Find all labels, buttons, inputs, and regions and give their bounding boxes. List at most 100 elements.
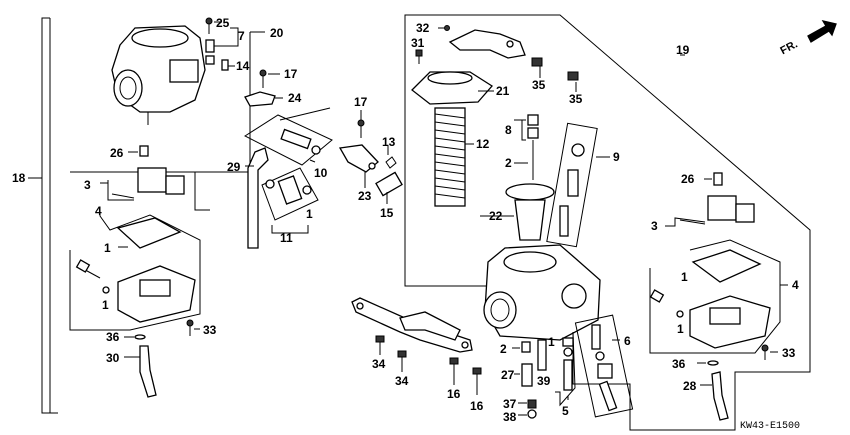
screw-26-left	[128, 145, 149, 157]
drain-tube-28	[700, 371, 729, 421]
callout-18: 18	[12, 171, 26, 185]
front-direction-arrow-icon	[807, 20, 837, 43]
callout-labels: 25 7 20 14 17 24 18 26 3 4 1 1 33 36 30 …	[12, 16, 799, 424]
callout-13: 13	[382, 135, 396, 149]
callout-37: 37	[503, 397, 517, 411]
callout-39: 39	[537, 374, 551, 388]
callout-1-washer-middle: 1	[306, 207, 313, 221]
callout-16-b: 16	[470, 399, 484, 413]
callout-31: 31	[411, 36, 425, 50]
diagram-code: KW43-E1500	[740, 421, 800, 432]
spring-7	[205, 39, 215, 65]
callout-35-a: 35	[532, 78, 546, 92]
throttle-parts-10-11	[243, 107, 333, 236]
needle-jet-39	[537, 339, 547, 371]
callout-38: 38	[503, 410, 517, 424]
throttle-link-23	[338, 144, 379, 188]
callout-5: 5	[562, 404, 569, 418]
callout-6: 6	[624, 334, 631, 348]
callout-1-washer-right: 1	[677, 322, 684, 336]
callout-19: 19	[676, 43, 690, 57]
callout-26-right: 26	[681, 172, 695, 186]
needle-holder-8	[514, 114, 539, 141]
callout-17-middle: 17	[354, 95, 368, 109]
callout-33-right: 33	[782, 346, 796, 360]
callout-12: 12	[476, 137, 490, 151]
callout-34-a: 34	[372, 357, 386, 371]
callout-29: 29	[227, 160, 241, 174]
screw-34b	[397, 350, 407, 372]
callout-10: 10	[314, 166, 328, 180]
screw-37	[518, 399, 537, 409]
spring-12	[434, 107, 474, 207]
chamber-cover-21	[411, 71, 494, 105]
drain-tube-30	[124, 345, 157, 398]
main-jet-group-5	[555, 331, 576, 407]
callout-35-b: 35	[569, 92, 583, 106]
spring-14	[221, 59, 229, 71]
screw-17-middle	[357, 110, 365, 138]
clip-36-left	[124, 334, 146, 340]
callout-20: 20	[270, 26, 284, 40]
callout-25: 25	[216, 16, 230, 30]
linkage-arm-32	[438, 25, 526, 59]
pilot-screw-group-6	[574, 314, 634, 418]
screw-31	[415, 49, 423, 64]
callout-1-gasket-left: 1	[104, 241, 111, 255]
jet-2-bottom	[512, 341, 531, 353]
callout-2-jet: 2	[500, 342, 507, 356]
callout-1-jet: 1	[548, 335, 555, 349]
spring-15	[375, 171, 403, 204]
callout-21: 21	[496, 84, 510, 98]
callout-33-left: 33	[203, 323, 217, 337]
float-chamber-group-right	[649, 239, 788, 354]
jet-needle-2	[514, 140, 534, 180]
callout-27: 27	[501, 368, 515, 382]
callout-26-left: 26	[110, 146, 124, 160]
cutoff-valve-3-left	[100, 167, 185, 201]
callout-15: 15	[380, 206, 394, 220]
cutoff-valve-3-right	[665, 195, 755, 227]
screw-35a	[531, 57, 543, 78]
callout-32: 32	[416, 21, 430, 35]
jet-group-9	[546, 122, 610, 248]
screw-16a	[449, 357, 459, 385]
screw-33-left	[186, 319, 200, 336]
callout-8: 8	[505, 123, 512, 137]
hose-29	[245, 147, 269, 249]
assembly-bracket-18	[28, 17, 265, 414]
callout-16-a: 16	[447, 387, 461, 401]
callout-34-b: 34	[395, 374, 409, 388]
callout-28: 28	[683, 379, 697, 393]
clip-24	[244, 91, 283, 107]
callout-36-left: 36	[106, 330, 120, 344]
screw-33-right	[761, 344, 778, 360]
callout-17-upper: 17	[284, 67, 298, 81]
callout-23: 23	[358, 189, 372, 203]
callout-14: 14	[236, 59, 250, 73]
float-chamber-group-left	[69, 208, 201, 331]
screw-25	[205, 17, 213, 34]
callout-1-gasket-right: 1	[681, 270, 688, 284]
callout-7: 7	[238, 29, 245, 43]
callout-30: 30	[106, 351, 120, 365]
clip-36-right	[697, 360, 719, 366]
carburetor-body-right	[483, 244, 601, 341]
carburetor-body-left	[111, 25, 206, 125]
callout-22: 22	[489, 209, 503, 223]
bracket-plate	[351, 297, 473, 353]
callout-3-right: 3	[651, 219, 658, 233]
screw-34a	[375, 335, 385, 355]
callout-2-needle: 2	[505, 156, 512, 170]
callout-24: 24	[288, 91, 302, 105]
callout-4-right: 4	[792, 278, 799, 292]
spring-13	[385, 145, 397, 169]
direction-label: FR.	[778, 38, 799, 57]
callout-1-washer-left: 1	[102, 298, 109, 312]
screw-26-right	[704, 172, 723, 186]
screw-17-upper	[259, 69, 280, 88]
screw-16b	[472, 367, 482, 395]
washer-38	[518, 409, 537, 419]
callout-36-right: 36	[672, 357, 686, 371]
